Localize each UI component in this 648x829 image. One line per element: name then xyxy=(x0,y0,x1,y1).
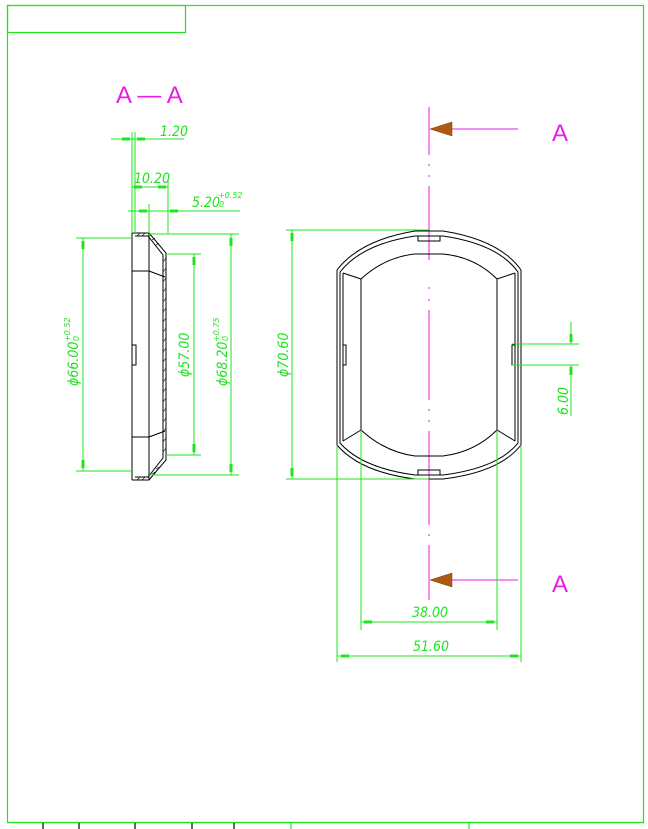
tol-upper-66: +0.52 xyxy=(63,317,72,342)
section-marker-top: A xyxy=(429,120,568,147)
dim-outer-dia-68: ϕ68.20 +0.75 0 xyxy=(149,233,239,476)
section-arrow-top xyxy=(429,121,453,137)
dim-label-6-00: 6.00 xyxy=(556,387,572,415)
title-box-top-left xyxy=(6,4,187,34)
section-arrow-bottom xyxy=(429,572,453,588)
section-marker-bottom-label: A xyxy=(552,571,568,598)
tol-upper-68: +0.75 xyxy=(212,317,221,342)
dim-label-phi-68: ϕ68.20 xyxy=(215,342,231,386)
tol-lower-5-20: 0 xyxy=(219,200,224,209)
front-view: A A xyxy=(276,107,579,662)
section-hatch xyxy=(136,232,167,481)
dim-flange-depth: 5.20 +0.52 0 xyxy=(128,191,243,233)
dim-wall-thickness: 1.20 xyxy=(111,124,188,233)
tol-lower-68: 0 xyxy=(221,336,230,341)
dim-label-1-20: 1.20 xyxy=(160,124,188,140)
section-profile xyxy=(131,232,167,481)
tol-upper-5-20: +0.52 xyxy=(218,191,243,200)
dim-height-70-60: ϕ70.60 xyxy=(276,229,429,480)
dim-outer-dia-66: ϕ66.00 +0.52 0 xyxy=(63,237,132,472)
dim-depth: 10.20 xyxy=(132,171,170,233)
dim-outer-width: 51.60 xyxy=(336,445,522,662)
dim-label-phi-57: ϕ57.00 xyxy=(177,333,193,377)
tol-lower-66: 0 xyxy=(72,336,81,341)
title-strip-ticks xyxy=(42,823,470,829)
dim-label-5-20: 5.20 xyxy=(192,195,220,211)
dim-label-51-60: 51.60 xyxy=(413,639,449,655)
dim-inner-dia-57: ϕ57.00 xyxy=(166,253,201,456)
section-title: A — A xyxy=(116,82,183,109)
section-view-a-a: A — A xyxy=(63,82,243,481)
dim-label-phi-66: ϕ66.00 xyxy=(66,342,82,386)
section-marker-top-label: A xyxy=(552,120,568,147)
dim-notch-width: 6.00 xyxy=(512,322,579,416)
section-marker-bottom: A xyxy=(429,571,568,598)
dim-label-phi-70-60: ϕ70.60 xyxy=(276,333,292,377)
dim-label-38-00: 38.00 xyxy=(412,605,448,621)
dim-label-10-20: 10.20 xyxy=(134,171,170,187)
drawing-frame xyxy=(6,4,645,824)
dim-inner-width: 38.00 xyxy=(360,430,498,630)
